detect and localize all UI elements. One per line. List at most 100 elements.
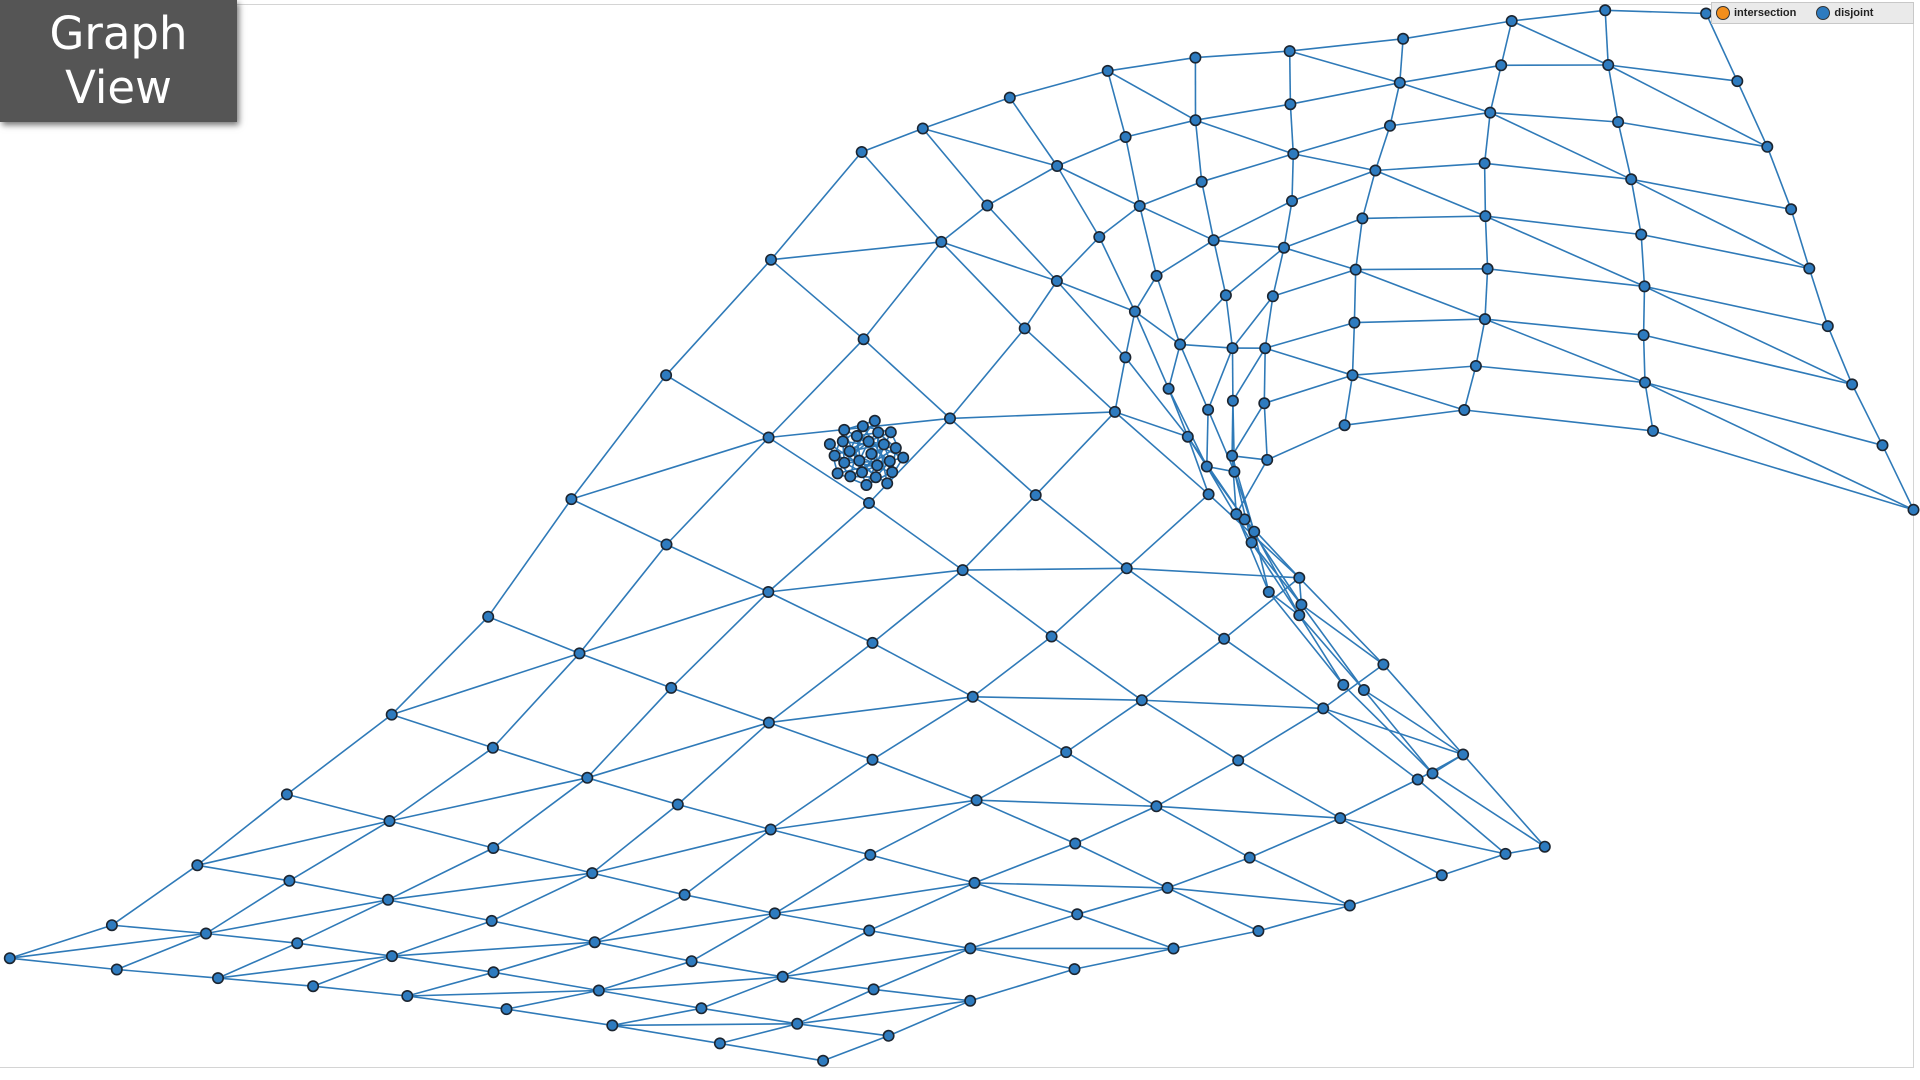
graph-node[interactable] — [1283, 45, 1296, 58]
graph-node[interactable] — [581, 771, 594, 784]
graph-node[interactable] — [872, 426, 885, 439]
graph-node[interactable] — [1238, 513, 1251, 526]
graph-node[interactable] — [1700, 7, 1713, 20]
graph-node[interactable] — [828, 449, 841, 462]
graph-node[interactable] — [573, 647, 586, 660]
graph-node[interactable] — [1637, 329, 1650, 342]
graph-node[interactable] — [776, 970, 789, 983]
graph-node[interactable] — [588, 936, 601, 949]
graph-node[interactable] — [1068, 963, 1081, 976]
graph-node[interactable] — [1259, 342, 1272, 355]
graph-node[interactable] — [383, 814, 396, 827]
graph-node[interactable] — [964, 994, 977, 1007]
graph-node[interactable] — [877, 438, 890, 451]
graph-node[interactable] — [981, 199, 994, 212]
graph-node[interactable] — [1108, 405, 1121, 418]
graph-node[interactable] — [1612, 116, 1625, 129]
graph-node[interactable] — [487, 966, 500, 979]
graph-node[interactable] — [869, 471, 882, 484]
graph-node[interactable] — [868, 414, 881, 427]
graph-node[interactable] — [886, 466, 899, 479]
graph-node[interactable] — [865, 447, 878, 460]
graph-node[interactable] — [586, 867, 599, 880]
graph-node[interactable] — [1045, 630, 1058, 643]
graph-node[interactable] — [866, 753, 879, 766]
graph-node[interactable] — [1232, 754, 1245, 767]
graph-node[interactable] — [1287, 147, 1300, 160]
graph-node[interactable] — [1293, 571, 1306, 584]
graph-node[interactable] — [660, 369, 673, 382]
graph-node[interactable] — [1120, 562, 1133, 575]
graph-node[interactable] — [1230, 508, 1243, 521]
legend-item-disjoint[interactable]: disjoint — [1816, 6, 1873, 20]
graph-node[interactable] — [695, 1002, 708, 1015]
graph-node[interactable] — [831, 467, 844, 480]
graph-node[interactable] — [485, 914, 498, 927]
graph-node[interactable] — [1343, 899, 1356, 912]
graph-node[interactable] — [764, 253, 777, 266]
graph-node[interactable] — [863, 924, 876, 937]
graph-node[interactable] — [1174, 338, 1187, 351]
graph-node[interactable] — [1369, 164, 1382, 177]
graph-node[interactable] — [1243, 851, 1256, 864]
graph-node[interactable] — [1295, 598, 1308, 611]
graph-node[interactable] — [864, 848, 877, 861]
graph-node[interactable] — [1181, 430, 1194, 443]
graph-node[interactable] — [1384, 119, 1397, 132]
graph-node[interactable] — [881, 477, 894, 490]
graph-node[interactable] — [685, 955, 698, 968]
graph-node[interactable] — [385, 708, 398, 721]
graph-node[interactable] — [897, 451, 910, 464]
graph-node[interactable] — [487, 841, 500, 854]
graph-node[interactable] — [1481, 262, 1494, 275]
graph-node[interactable] — [862, 496, 875, 509]
graph-node[interactable] — [970, 794, 983, 807]
graph-node[interactable] — [1293, 609, 1306, 622]
graph-node[interactable] — [1195, 175, 1208, 188]
graph-node[interactable] — [606, 1019, 619, 1032]
graph-node[interactable] — [1150, 800, 1163, 813]
graph-node[interactable] — [968, 876, 981, 889]
graph-node[interactable] — [871, 459, 884, 472]
graph-node[interactable] — [1821, 320, 1834, 333]
graph-node[interactable] — [592, 984, 605, 997]
graph-node[interactable] — [283, 874, 296, 887]
graph-node[interactable] — [307, 980, 320, 993]
graph-node[interactable] — [1876, 439, 1889, 452]
graph-node[interactable] — [1505, 15, 1518, 27]
graph-node[interactable] — [857, 333, 870, 346]
graph-node[interactable] — [1602, 58, 1615, 71]
graph-node[interactable] — [1262, 585, 1275, 598]
graph-node[interactable] — [1218, 632, 1231, 645]
graph-node[interactable] — [3, 952, 16, 965]
graph-node[interactable] — [1200, 460, 1213, 473]
graph-node[interactable] — [660, 538, 673, 551]
graph-node[interactable] — [1334, 812, 1347, 825]
graph-node[interactable] — [1731, 75, 1744, 88]
graph-node[interactable] — [867, 983, 880, 996]
graph-node[interactable] — [855, 146, 868, 159]
graph-node[interactable] — [385, 950, 398, 963]
graph-node[interactable] — [844, 470, 857, 483]
graph-node[interactable] — [1258, 397, 1271, 410]
graph-node[interactable] — [1803, 262, 1816, 275]
graph-node[interactable] — [1167, 942, 1180, 955]
graph-node[interactable] — [866, 636, 879, 649]
graph-node[interactable] — [823, 438, 836, 451]
graph-node[interactable] — [1050, 274, 1063, 287]
graph-node[interactable] — [1907, 503, 1920, 516]
graph-node[interactable] — [883, 455, 896, 468]
graph-node[interactable] — [1248, 525, 1261, 538]
graph-node[interactable] — [964, 942, 977, 955]
graph-node[interactable] — [1337, 678, 1350, 691]
graph-node[interactable] — [1162, 382, 1175, 395]
graph-node[interactable] — [1761, 140, 1774, 153]
graph-node[interactable] — [1356, 212, 1369, 225]
graph-node[interactable] — [191, 859, 204, 872]
graph-node[interactable] — [1411, 773, 1424, 786]
graph-node[interactable] — [1846, 378, 1859, 391]
graph-node[interactable] — [1377, 658, 1390, 671]
graph-node[interactable] — [1135, 694, 1148, 707]
graph-node[interactable] — [1635, 228, 1648, 241]
